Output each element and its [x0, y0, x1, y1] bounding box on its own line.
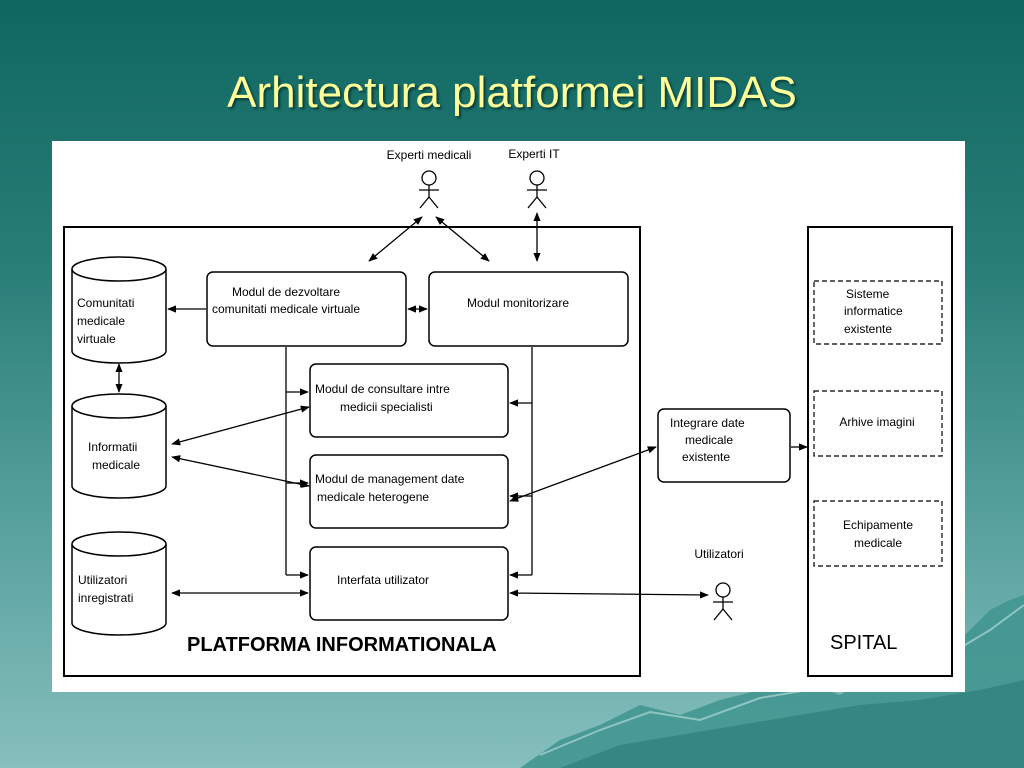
db-registered-users-line1: Utilizatori — [78, 573, 127, 587]
module-user-interface-line1: Interfata utilizator — [337, 573, 429, 587]
db-medical-info-line2: medicale — [92, 458, 140, 472]
hospital-image-archives: Arhive imagini — [813, 390, 943, 457]
db-communities-line1: Comunitati — [77, 296, 134, 310]
hospital-container — [807, 226, 953, 677]
module-consulting-line1: Modul de consultare intre — [315, 382, 450, 396]
module-monitoring: Modul monitorizare — [428, 271, 629, 347]
hospital-systems-line2: informatice — [844, 304, 903, 318]
hospital-equipment-line2: medicale — [854, 536, 902, 550]
svg-text:Modul monitorizare: Modul monitorizare — [467, 296, 569, 310]
hospital-image-archives-line1: Arhive imagini — [839, 415, 914, 429]
svg-text:Interfata utilizator: Interfata utilizator — [337, 573, 429, 587]
integration-box: Integrare date medicale existente — [657, 408, 791, 483]
module-dev-communities: Modul de dezvoltare comunitati medicale … — [206, 271, 407, 347]
svg-text:Echipamente: Echipamente — [843, 518, 913, 532]
svg-text:Arhive imagini: Arhive imagini — [839, 415, 914, 429]
svg-text:Modul de consultare intre: Modul de consultare intre — [315, 382, 450, 396]
db-medical-info: Informatii medicale — [71, 393, 167, 499]
svg-text:Utilizatori: Utilizatori — [78, 573, 127, 587]
integration-line3: existente — [682, 450, 730, 464]
svg-text:informatice: informatice — [844, 304, 903, 318]
actor-it-experts-icon — [527, 170, 547, 209]
hospital-systems: Sisteme informatice existente — [813, 280, 943, 345]
actor-users-label: Utilizatori — [694, 547, 743, 561]
svg-text:Comunitati: Comunitati — [77, 296, 134, 310]
hospital-equipment-line1: Echipamente — [843, 518, 913, 532]
db-communities-line3: virtuale — [77, 332, 116, 346]
db-communities-line2: medicale — [77, 314, 125, 328]
module-user-interface: Interfata utilizator — [309, 546, 509, 621]
svg-text:medicale: medicale — [685, 433, 733, 447]
svg-text:inregistrati: inregistrati — [78, 591, 133, 605]
integration-line2: medicale — [685, 433, 733, 447]
module-consulting: Modul de consultare intre medicii specia… — [309, 363, 509, 438]
hospital-systems-line1: Sisteme — [846, 287, 890, 301]
svg-text:medicale: medicale — [77, 314, 125, 328]
module-data-management-line1: Modul de management date — [315, 472, 465, 486]
architecture-diagram: Experti medicali Experti IT Utilizatori … — [52, 141, 965, 692]
module-dev-communities-line1: Modul de dezvoltare — [232, 285, 340, 299]
module-data-management-line2: medicale heterogene — [317, 490, 429, 504]
svg-text:virtuale: virtuale — [77, 332, 116, 346]
svg-text:Informatii: Informatii — [88, 440, 137, 454]
db-registered-users-line2: inregistrati — [78, 591, 133, 605]
slide-title: Arhitectura platformei MIDAS — [227, 68, 797, 117]
svg-text:Modul de management date: Modul de management date — [315, 472, 465, 486]
svg-text:existente: existente — [844, 322, 892, 336]
actor-users-icon — [713, 582, 733, 621]
svg-text:medicii specialisti: medicii specialisti — [340, 400, 433, 414]
platform-label: PLATFORMA INFORMATIONALA — [187, 634, 497, 656]
hospital-equipment: Echipamente medicale — [813, 500, 943, 567]
db-registered-users: Utilizatori inregistrati — [71, 531, 167, 636]
actor-medical-experts-icon — [419, 170, 439, 209]
svg-text:existente: existente — [682, 450, 730, 464]
actor-it-experts-label: Experti IT — [508, 147, 560, 161]
db-medical-info-line1: Informatii — [88, 440, 137, 454]
module-data-management: Modul de management date medicale hetero… — [309, 454, 509, 529]
connectors — [115, 212, 808, 599]
db-communities: Comunitati medicale virtuale — [71, 256, 167, 364]
svg-text:medicale heterogene: medicale heterogene — [317, 490, 429, 504]
hospital-label: SPITAL — [830, 632, 897, 654]
svg-text:medicale: medicale — [854, 536, 902, 550]
hospital-systems-line3: existente — [844, 322, 892, 336]
module-dev-communities-line2: comunitati medicale virtuale — [212, 302, 360, 316]
svg-text:medicale: medicale — [92, 458, 140, 472]
actor-medical-experts-label: Experti medicali — [387, 148, 472, 162]
svg-text:Integrare date: Integrare date — [670, 416, 745, 430]
svg-text:comunitati medicale virtuale: comunitati medicale virtuale — [212, 302, 360, 316]
svg-text:Sisteme: Sisteme — [846, 287, 890, 301]
svg-text:Modul de dezvoltare: Modul de dezvoltare — [232, 285, 340, 299]
integration-line1: Integrare date — [670, 416, 745, 430]
module-monitoring-line1: Modul monitorizare — [467, 296, 569, 310]
module-consulting-line2: medicii specialisti — [340, 400, 433, 414]
